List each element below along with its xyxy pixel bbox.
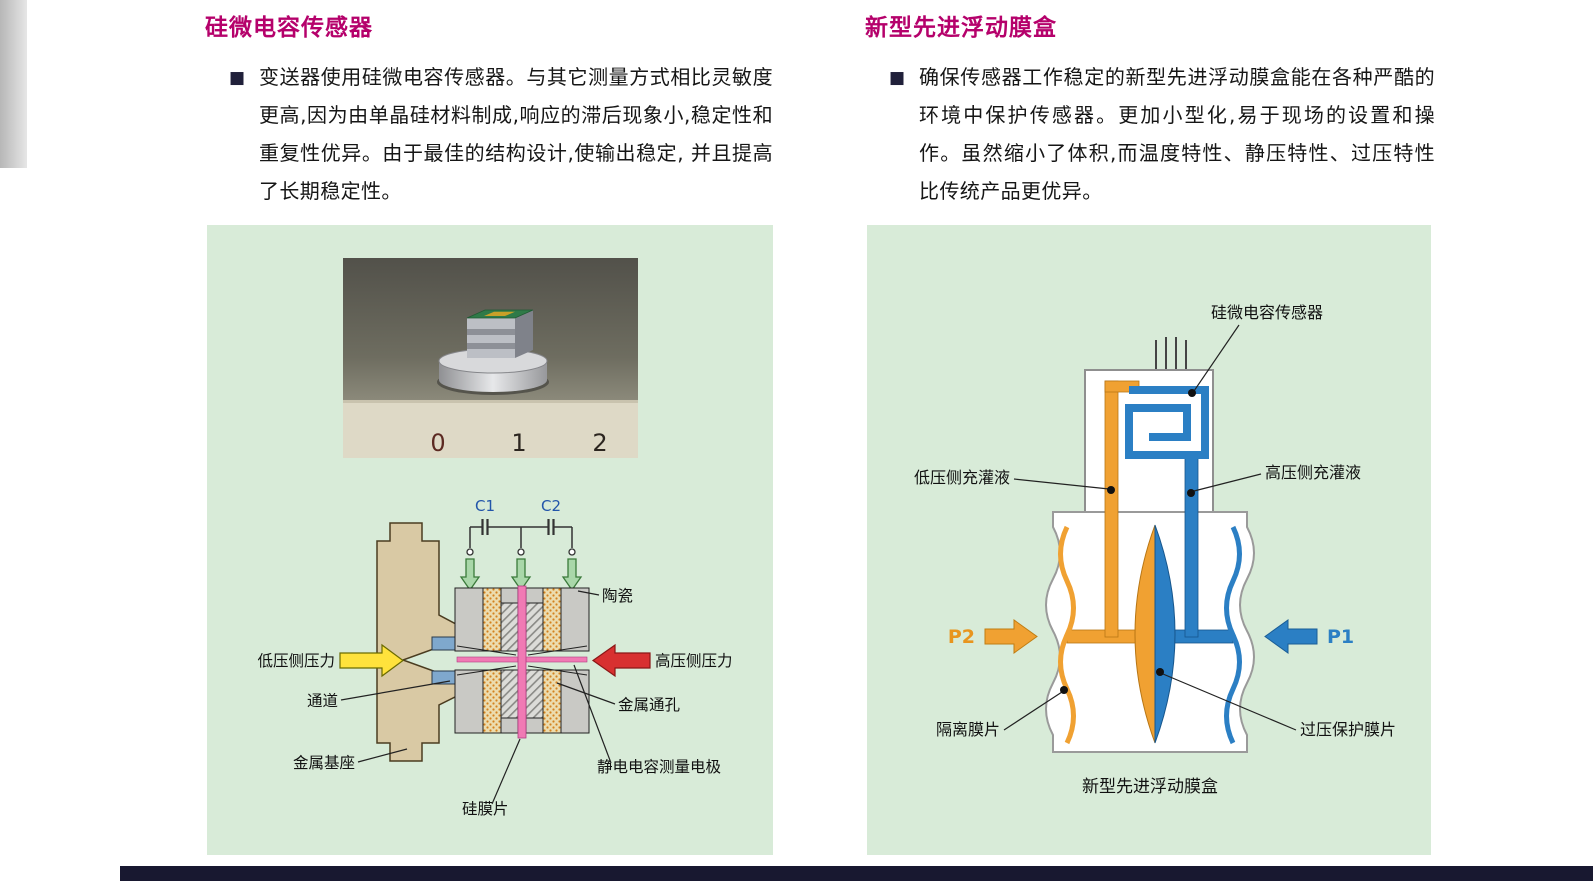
label-overpressure: 过压保护膜片: [1300, 720, 1396, 739]
bottom-bar: [120, 866, 1593, 881]
label-p2: P2: [948, 626, 975, 648]
sensor-cube: [466, 309, 534, 358]
leader-dots: [1060, 389, 1196, 694]
left-isolation-diaphragm: [1058, 525, 1076, 745]
label-isolation: 隔离膜片: [936, 720, 1000, 739]
funnel-lines: [456, 645, 588, 676]
label-high-fill: 高压侧充灌液: [1265, 463, 1361, 482]
left-body-text: 变送器使用硅微电容传感器。与其它测量方式相比灵敏度更高,因为由单晶硅材料制成,响…: [259, 65, 773, 203]
square-bullet-icon: ■: [229, 68, 246, 88]
square-bullet-icon: ■: [889, 68, 906, 88]
left-green-panel: 0 1 2: [207, 225, 773, 855]
electrode-right: [525, 656, 588, 663]
label-metal-base: 金属基座: [293, 754, 355, 772]
label-c2: C2: [541, 497, 561, 515]
left-section: 硅微电容传感器 ■ 变送器使用硅微电容传感器。与其它测量方式相比灵敏度更高,因为…: [205, 0, 773, 210]
orange-vertical-channel: [1104, 380, 1119, 638]
sensor-meander: [1125, 386, 1209, 459]
ruler: 0 1 2: [343, 400, 638, 458]
leader-lines: [340, 590, 616, 805]
page-edge-strip: [0, 0, 27, 168]
orange-horizontal-channel: [1066, 629, 1143, 644]
label-electrode: 静电电容测量电极: [597, 758, 721, 776]
ruler-number-0: 0: [430, 429, 445, 457]
electrode-left: [456, 656, 519, 663]
terminal-dot: [517, 548, 525, 556]
silicon-diaphragm-shape: [517, 585, 527, 739]
diagram-caption: 新型先进浮动膜盒: [1082, 777, 1218, 797]
left-paragraph: ■ 变送器使用硅微电容传感器。与其它测量方式相比灵敏度更高,因为由单晶硅材料制成…: [229, 58, 773, 210]
leader-lines: [1003, 324, 1297, 731]
right-isolation-diaphragm: [1224, 525, 1242, 745]
label-ceramic: 陶瓷: [602, 587, 633, 605]
low-pressure-arrow-icon: [339, 643, 405, 678]
right-section-title: 新型先进浮动膜盒: [865, 15, 1057, 41]
capacitor-circuit: [469, 519, 573, 548]
label-sensor: 硅微电容传感器: [1211, 303, 1323, 322]
right-green-panel: 硅微电容传感器 低压侧充灌液 高压侧充灌液 隔离膜片 过压保护膜片 P2 P1 …: [867, 225, 1431, 855]
blue-vertical-channel: [1184, 452, 1199, 638]
label-metal-via: 金属通孔: [618, 696, 681, 714]
p1-arrow-icon: [1264, 619, 1318, 654]
right-section: 新型先进浮动膜盒 ■ 确保传感器工作稳定的新型先进浮动膜盒能在各种严酷的环境中保…: [865, 0, 1435, 210]
ruler-number-2: 2: [592, 429, 607, 457]
label-low-fill: 低压侧充灌液: [914, 468, 1010, 487]
label-c1: C1: [475, 497, 495, 515]
floating-capsule-diagram: 硅微电容传感器 低压侧充灌液 高压侧充灌液 隔离膜片 过压保护膜片 P2 P1 …: [914, 303, 1396, 797]
right-body-text: 确保传感器工作稳定的新型先进浮动膜盒能在各种严酷的环境中保护传感器。更加小型化,…: [919, 65, 1435, 203]
lead-arrows: [459, 558, 583, 592]
terminal-dot: [466, 548, 474, 556]
label-channel: 通道: [307, 692, 338, 710]
label-high-pressure: 高压侧压力: [655, 652, 733, 670]
high-pressure-arrow-icon: [591, 643, 651, 678]
label-silicon-diaphragm: 硅膜片: [462, 800, 509, 818]
blue-half-lens: [1154, 524, 1176, 744]
sensor-chip-photo: 0 1 2: [343, 258, 638, 458]
right-paragraph: ■ 确保传感器工作稳定的新型先进浮动膜盒能在各种严酷的环境中保护传感器。更加小型…: [889, 58, 1435, 210]
sensor-cell: [454, 587, 590, 734]
left-section-title: 硅微电容传感器: [205, 15, 373, 41]
capacitance-sensor-diagram: C1 C2: [257, 497, 733, 818]
orange-half-lens: [1134, 524, 1156, 744]
terminal-dot: [568, 548, 576, 556]
p2-arrow-icon: [984, 619, 1038, 654]
label-p1: P1: [1327, 626, 1354, 648]
label-low-pressure: 低压侧压力: [257, 652, 335, 670]
ruler-number-1: 1: [511, 429, 526, 457]
